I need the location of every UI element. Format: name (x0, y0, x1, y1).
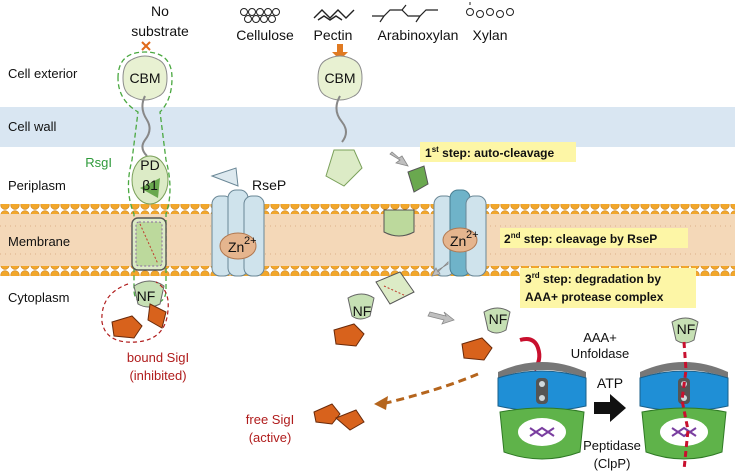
peptidase-label-2: (ClpP) (594, 456, 631, 471)
zn-label-left: Zn (228, 239, 244, 255)
membrane-anchor (383, 209, 415, 237)
pectin-label: Pectin (314, 27, 353, 43)
region-label-wall: Cell wall (8, 119, 57, 134)
aaa-label: AAA+ (583, 330, 617, 345)
pd-domain-right (325, 149, 363, 187)
nf-label-3: NF (677, 321, 696, 337)
zn-label-right: Zn (450, 233, 466, 249)
cellulose-label: Cellulose (236, 27, 294, 43)
cellulose-icon (240, 8, 280, 23)
xylan-label: Xylan (472, 27, 507, 43)
nf-label-1: NF (353, 303, 372, 319)
cbm-label-left: CBM (129, 70, 160, 86)
region-label-periplasm: Periplasm (8, 178, 66, 193)
atp-label: ATP (597, 375, 623, 391)
sigi-bound-shape (111, 315, 143, 339)
rsgi-bound (122, 55, 169, 308)
process-arrow-3 (427, 311, 455, 325)
pd-label: PD (140, 157, 159, 173)
step1-box (420, 142, 576, 162)
arabinoxylan-icon (372, 4, 438, 23)
xylan-icon (466, 2, 514, 18)
peptidase-label: Peptidase (583, 438, 641, 453)
aaa-label-2: Unfoldase (571, 346, 630, 361)
cleavage-line (383, 285, 407, 297)
zn-charge-left: 2+ (244, 235, 257, 247)
step1-text: 1st step: auto-cleavage (425, 145, 555, 160)
nf-sigi-complex-2 (461, 307, 511, 361)
sigi-bound-shape-2 (147, 303, 167, 329)
rsep-label: RseP (252, 177, 286, 193)
step2-text: 2nd step: cleavage by RseP (504, 231, 657, 246)
nf-sigi-complex-1 (333, 293, 375, 347)
region-label-membrane: Membrane (8, 234, 70, 249)
released-tm-fragment (375, 271, 415, 305)
cross-mark-icon (141, 41, 151, 51)
zn-charge-right: 2+ (466, 229, 479, 241)
sigi-free (313, 403, 365, 431)
beta1-label: β1 (142, 177, 158, 193)
bound-sigi-label: bound SigI (127, 350, 189, 365)
step3-text: 3rd step: degradation by (525, 271, 661, 286)
free-sigi-label-2: (active) (249, 430, 292, 445)
cbm-label-right: CBM (324, 70, 355, 86)
free-sigi-label: free SigI (246, 412, 294, 427)
aaa-protease-complex-1 (497, 362, 587, 460)
atp-arrow-icon (594, 394, 626, 422)
release-arrowhead-icon (374, 396, 388, 410)
rsep-active (433, 189, 487, 277)
arabinoxylan-label: Arabinoxylan (378, 27, 459, 43)
beta1-fragment (407, 165, 429, 193)
pectin-icon (313, 9, 355, 21)
rsep-protease (210, 167, 265, 277)
step3-box (520, 268, 696, 308)
aaa-protease-complex-2 (639, 362, 729, 460)
process-arrow-1 (389, 151, 409, 167)
bound-sigi-outline (101, 281, 169, 343)
region-label-exterior: Cell exterior (8, 66, 78, 81)
step2-box (500, 228, 688, 248)
no-substrate-label-2: substrate (131, 23, 189, 39)
rsgi-label: RsgI (85, 155, 112, 170)
step3-text-2: AAA+ protease complex (525, 290, 664, 304)
nf-label-bound: NF (137, 288, 156, 304)
nf-fragment-right (671, 317, 699, 344)
linker-right (335, 95, 347, 143)
region-label-cytoplasm: Cytoplasm (8, 290, 69, 305)
cell-wall-band (0, 107, 735, 147)
nf-label-2: NF (489, 311, 508, 327)
process-arrow-2 (431, 261, 449, 277)
no-substrate-label: No (151, 3, 169, 19)
bound-sigi-label-2: (inhibited) (129, 368, 186, 383)
rsgi-outline (117, 51, 173, 305)
release-arrow (381, 372, 479, 406)
cbm-domain-right (317, 55, 363, 101)
substrate-thread-2 (680, 341, 690, 471)
